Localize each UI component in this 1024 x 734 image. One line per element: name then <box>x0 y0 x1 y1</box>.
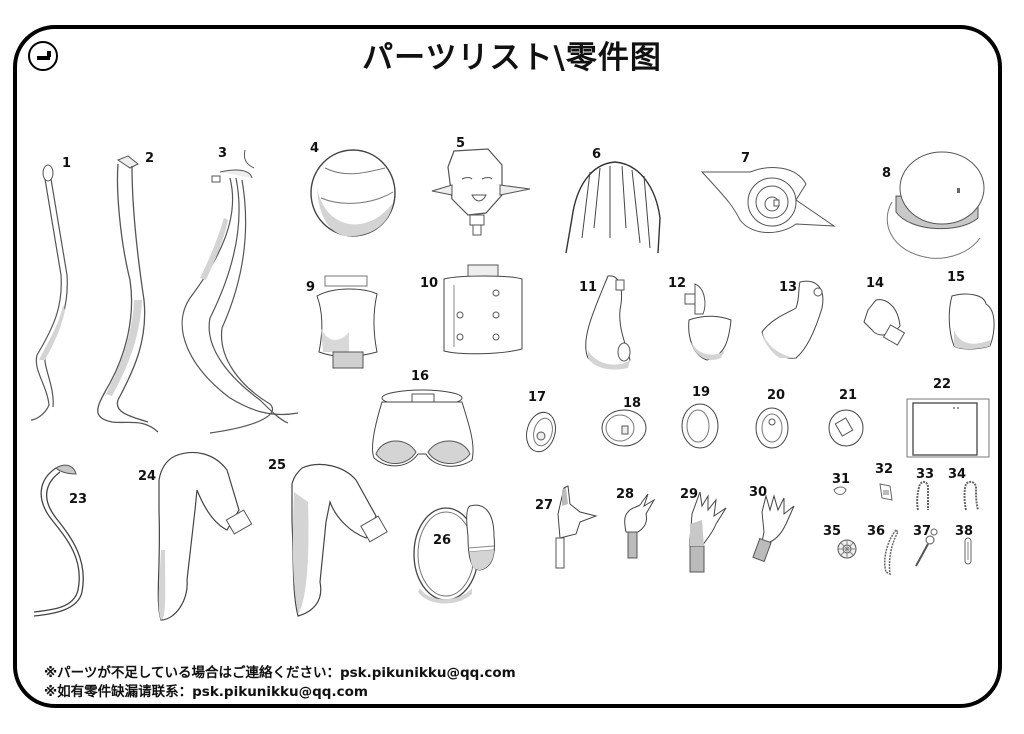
part-number: 21 <box>839 388 858 403</box>
part-number: 10 <box>420 276 439 291</box>
part-number: 17 <box>528 390 547 405</box>
arm-joint-icon <box>684 283 732 361</box>
part-number: 30 <box>749 485 768 500</box>
part-number: 28 <box>616 487 635 502</box>
part-number: 13 <box>779 280 798 295</box>
part-number: 33 <box>916 467 935 482</box>
small-piece-icon <box>833 486 847 495</box>
head-back-icon <box>310 149 396 237</box>
hand-icon <box>689 491 727 573</box>
leg-icon <box>291 463 388 617</box>
flower-charm-icon <box>837 539 857 559</box>
shorts-icon <box>371 389 474 467</box>
shoulder-icon <box>948 293 995 350</box>
joint-ring-icon <box>828 409 864 447</box>
cap-icon <box>886 151 985 259</box>
strap-icon <box>963 480 979 511</box>
part-number: 11 <box>579 280 598 295</box>
wrist-icon <box>863 299 906 346</box>
part-number: 8 <box>882 166 892 181</box>
part-number: 5 <box>456 136 466 151</box>
pin-icon <box>964 537 972 565</box>
part-number: 4 <box>310 141 320 156</box>
key-charm-icon <box>915 528 938 567</box>
part-number: 3 <box>218 146 228 161</box>
part-number: 18 <box>623 396 642 411</box>
hand-icon <box>752 494 795 563</box>
leg-icon <box>157 451 253 621</box>
part-number: 24 <box>138 469 157 484</box>
part-number: 19 <box>692 385 711 400</box>
part-number: 29 <box>680 487 699 502</box>
part-number: 25 <box>268 458 287 473</box>
ponytail-icon <box>181 149 299 434</box>
part-number: 20 <box>767 388 786 403</box>
part-number: 27 <box>535 498 554 513</box>
hair-tail-icon <box>97 155 159 433</box>
part-number: 1 <box>62 156 72 171</box>
part-number: 12 <box>668 276 687 291</box>
part-number: 2 <box>145 151 155 166</box>
footer-note-jp: ※パーツが不足している場合はご連絡ください：psk.pikunikku@qq.c… <box>44 665 516 681</box>
joint-ring-icon <box>681 403 719 449</box>
hair-strand-icon <box>30 164 68 421</box>
emblem-icon <box>700 167 836 234</box>
part-number: 36 <box>867 524 886 539</box>
face-icon <box>431 148 531 236</box>
part-number: 15 <box>947 270 966 285</box>
chain-icon <box>884 528 899 576</box>
badge-icon <box>879 483 893 501</box>
footer-note-cn: ※如有零件缺漏请联系：psk.pikunikku@qq.com <box>44 684 368 700</box>
part-number: 9 <box>306 280 316 295</box>
hand-icon <box>624 493 656 559</box>
part-number: 37 <box>913 524 932 539</box>
joint-ring-icon <box>601 409 647 447</box>
torso-icon <box>316 275 378 369</box>
jacket-icon <box>443 264 523 355</box>
hand-icon <box>555 485 598 569</box>
part-number: 22 <box>933 377 952 392</box>
page-title: パーツリスト\零件图 <box>362 40 662 76</box>
part-number: 6 <box>592 147 602 162</box>
part-number: 38 <box>955 524 974 539</box>
joint-ring-icon <box>526 411 556 453</box>
part-number: 14 <box>866 276 885 291</box>
tail-icon <box>33 464 84 617</box>
card-icon <box>906 398 990 458</box>
part-number: 26 <box>433 533 452 548</box>
part-number: 23 <box>69 492 88 507</box>
part-number: 32 <box>875 462 894 477</box>
part-number: 16 <box>411 369 430 384</box>
strap-icon <box>916 480 929 511</box>
arm-icon <box>585 275 631 370</box>
part-number: 31 <box>832 472 851 487</box>
page-indicator-icon <box>28 41 58 71</box>
part-number: 7 <box>741 151 751 166</box>
part-number: 34 <box>948 467 967 482</box>
part-number: 35 <box>823 524 842 539</box>
belt-bag-icon <box>413 504 495 604</box>
bangs-icon <box>565 161 661 254</box>
joint-ring-icon <box>755 407 789 449</box>
elbow-arm-icon <box>761 280 824 359</box>
